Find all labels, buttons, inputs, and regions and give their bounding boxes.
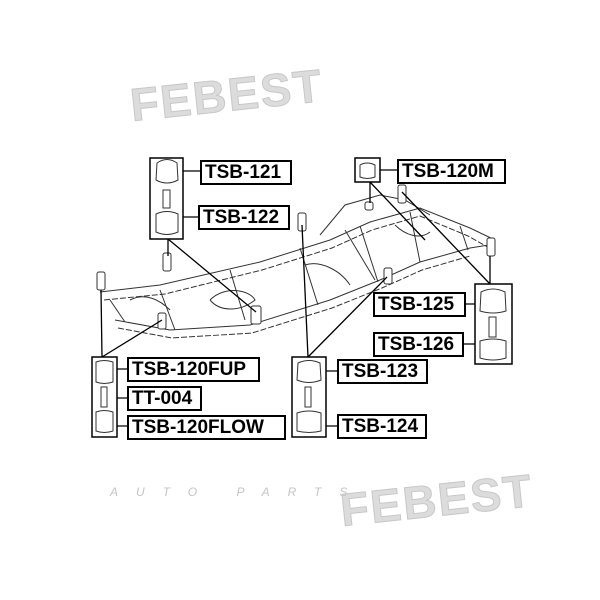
vehicle-frame xyxy=(99,194,496,339)
label-tsb-126: TSB-126 xyxy=(373,332,464,357)
frame-mounts xyxy=(96,184,496,330)
watermark-sub: AUTO PARTS xyxy=(110,485,366,499)
bushing-icons xyxy=(95,159,507,433)
label-tsb-125: TSB-125 xyxy=(373,292,466,317)
label-tsb-120flow: TSB-120FLOW xyxy=(127,415,286,440)
leader-lines xyxy=(100,169,491,427)
label-tsb-122: TSB-122 xyxy=(198,205,290,230)
label-tsb-123: TSB-123 xyxy=(337,359,428,384)
label-tsb-120m: TSB-120M xyxy=(397,159,506,184)
label-tsb-120fup: TSB-120FUP xyxy=(127,357,260,382)
label-tt-004: TT-004 xyxy=(127,386,202,411)
label-tsb-121: TSB-121 xyxy=(200,160,292,185)
label-tsb-124: TSB-124 xyxy=(337,414,427,439)
